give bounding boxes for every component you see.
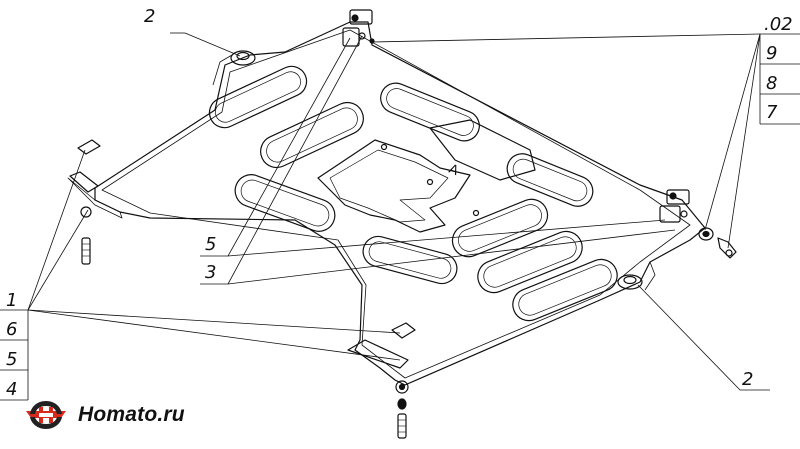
bracket-right	[659, 189, 690, 223]
callout-7: 7	[766, 102, 778, 123]
callout-4: 4	[6, 379, 18, 400]
hole	[426, 178, 434, 186]
bracket-top	[342, 9, 373, 47]
callout-6: 6	[6, 319, 18, 340]
bushing-top	[230, 50, 256, 66]
brand-logo-text: Homato.ru	[78, 403, 185, 426]
callout-5-left: 5	[6, 349, 18, 370]
slot-8	[512, 258, 618, 322]
callout-02: .02	[764, 14, 793, 35]
bolt	[81, 237, 91, 265]
slot-3	[234, 174, 336, 232]
slot-5	[506, 153, 594, 207]
callout-2-top: 2	[144, 6, 156, 27]
bolt-right	[717, 237, 737, 259]
slot-6	[451, 198, 549, 258]
raised-pad	[429, 119, 536, 181]
slot-2	[260, 101, 364, 169]
callout-3-mid: 3	[205, 262, 217, 283]
skid-plate-inner-edge	[101, 29, 691, 379]
callout-9: 9	[766, 43, 778, 64]
hole	[472, 209, 480, 217]
skid-plate-outline	[94, 21, 706, 386]
slot-1	[208, 65, 308, 129]
center-rib-inner	[329, 149, 449, 223]
stamp-letter: A	[447, 162, 461, 179]
center-rib-pattern	[317, 139, 471, 233]
slot-4	[380, 82, 480, 142]
homato-emblem-icon	[26, 401, 66, 429]
slot-9	[362, 235, 458, 285]
callout-1: 1	[6, 290, 18, 311]
callout-2-bottom: 2	[742, 369, 754, 390]
ear-front-left	[69, 171, 99, 193]
ear-bottom	[347, 339, 409, 369]
hole	[380, 143, 388, 151]
callout-8: 8	[766, 73, 778, 94]
brand-logo: Homato.ru	[20, 398, 185, 432]
washer	[80, 206, 92, 218]
ear-front-left-flange	[67, 177, 123, 219]
bushing-bottom	[617, 274, 643, 290]
leader-lines	[0, 32, 800, 401]
washer-bottom	[395, 380, 409, 394]
mount-tab-bottom	[391, 322, 416, 339]
hole	[369, 38, 375, 44]
mount-tab-left	[77, 139, 101, 155]
washer-right	[698, 227, 714, 241]
callout-5-mid: 5	[205, 234, 217, 255]
